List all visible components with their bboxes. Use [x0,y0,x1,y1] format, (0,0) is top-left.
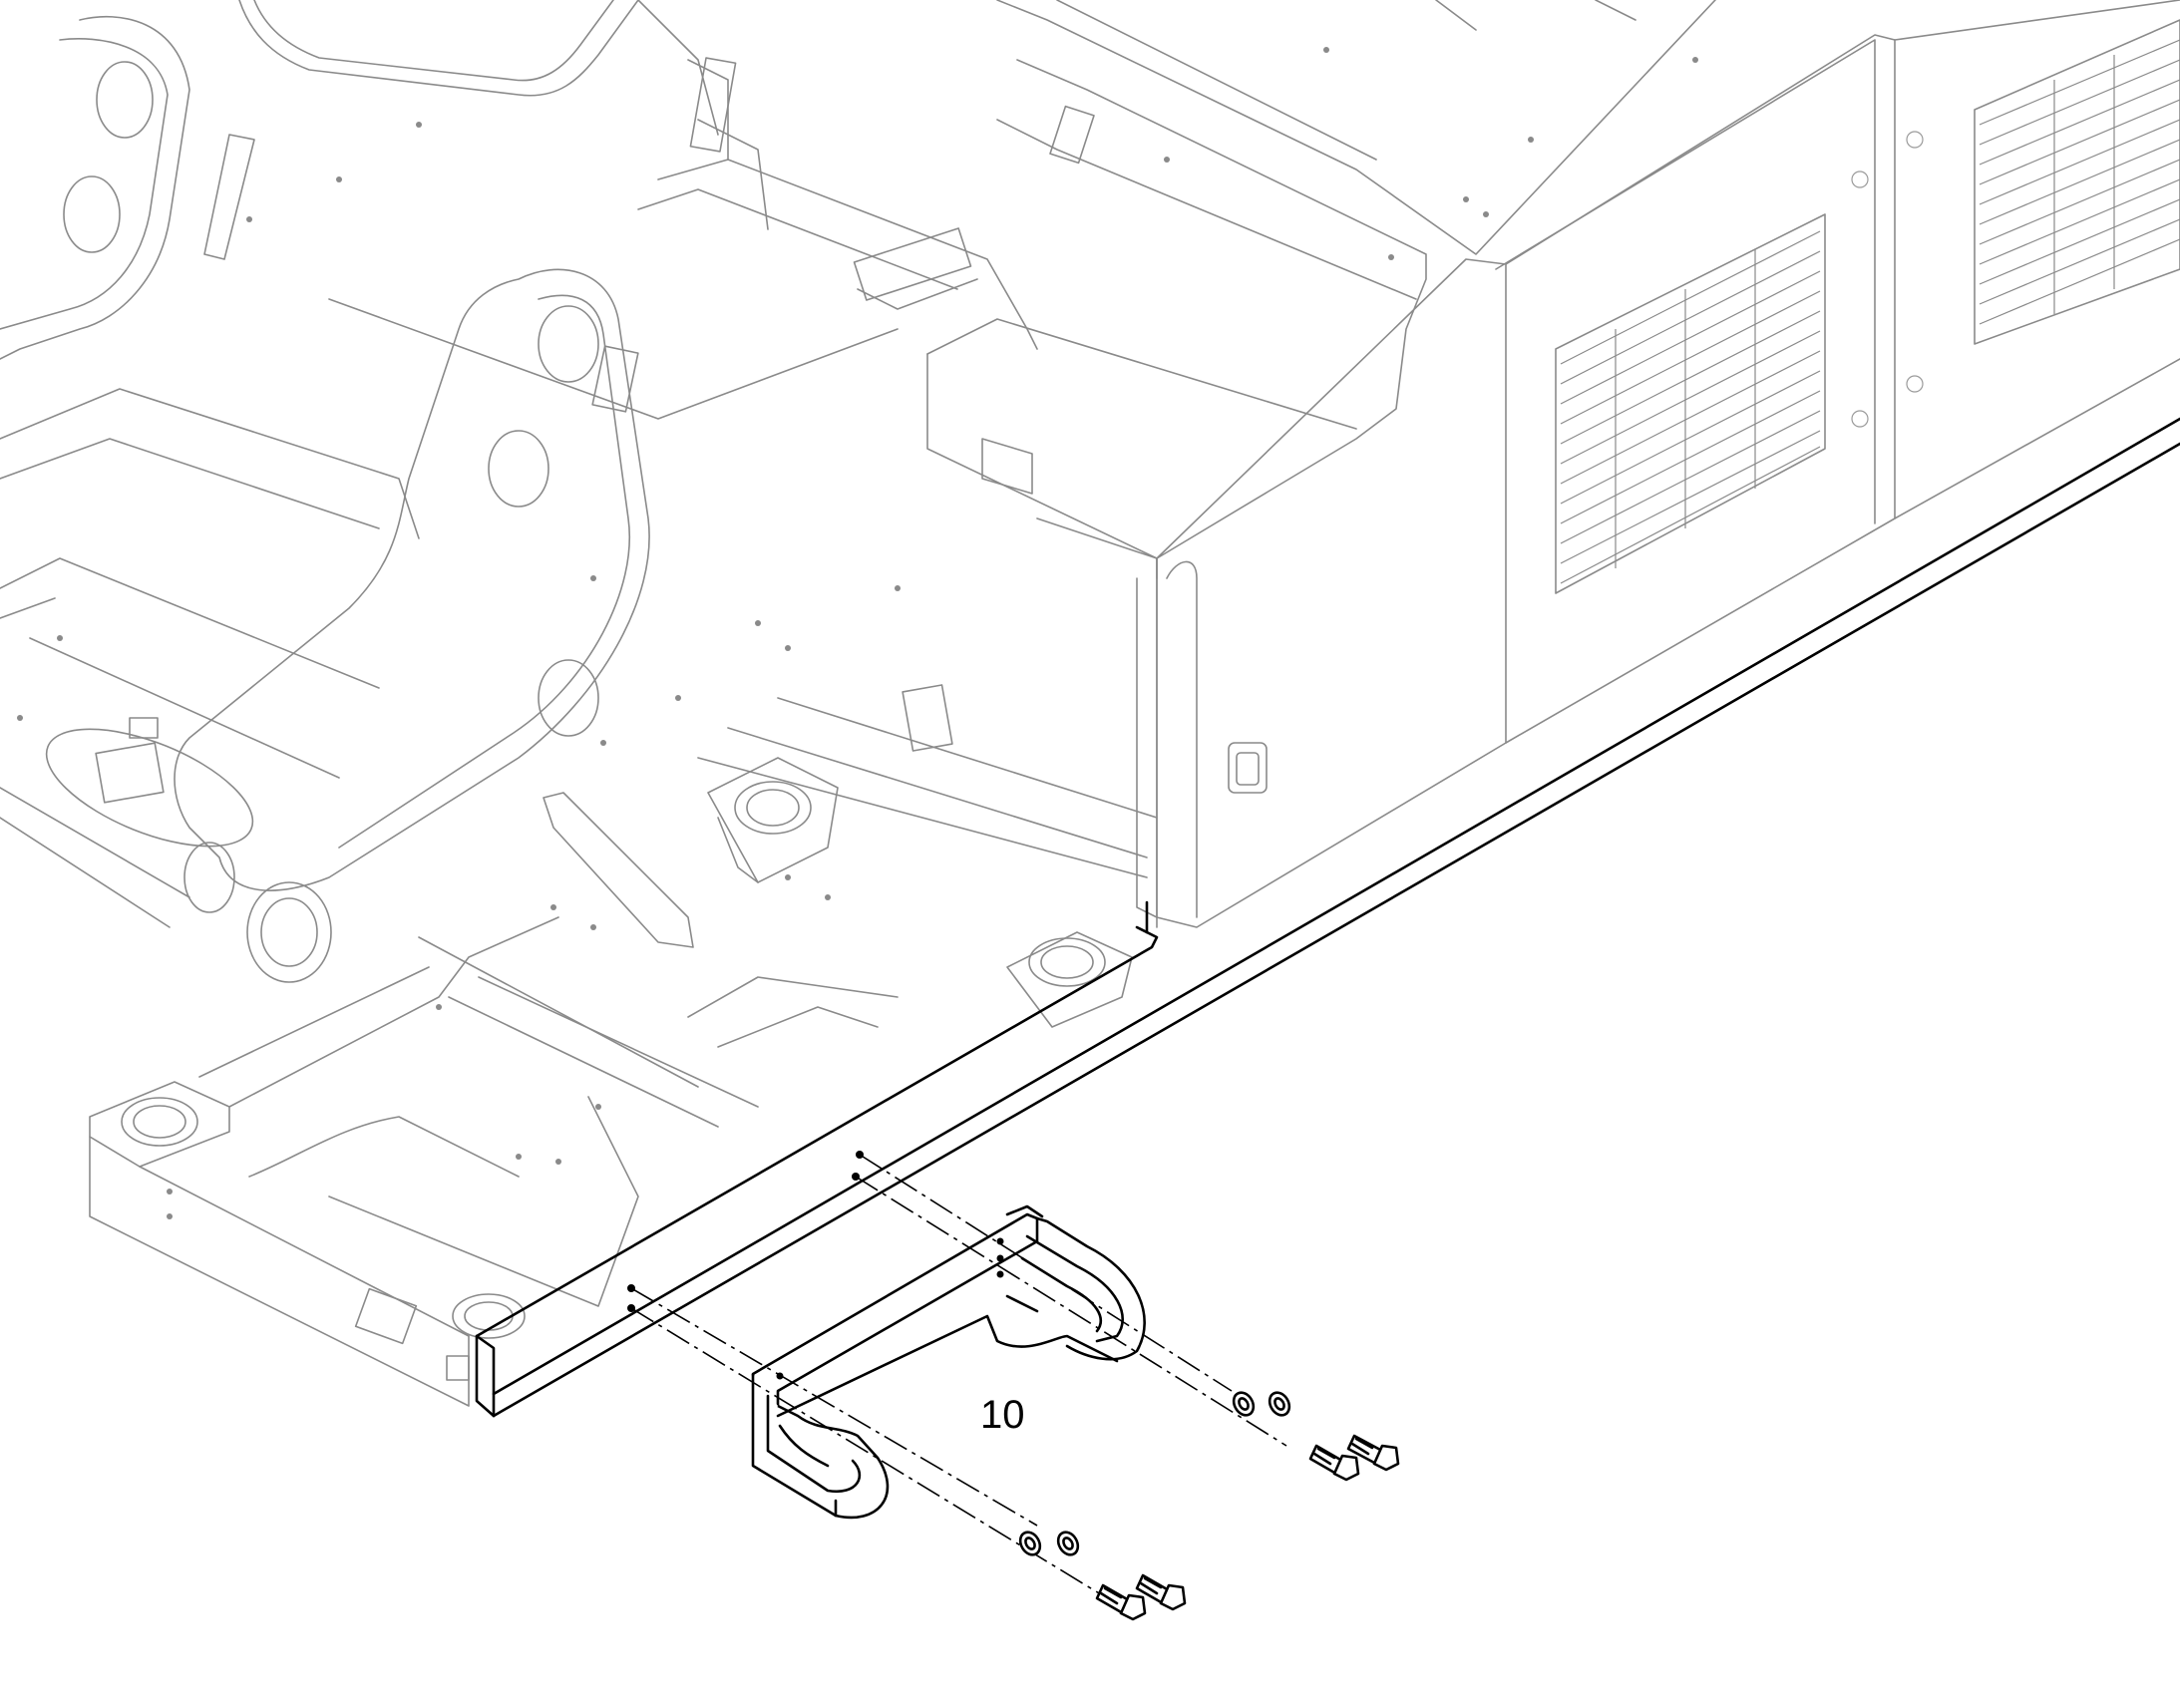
washer-set-upper [1232,1391,1291,1417]
washer-set-lower [1018,1531,1080,1556]
bolt-set-upper [1308,1434,1400,1482]
upper-frame-background [0,0,1158,1407]
assembly-centerlines [630,1154,1287,1611]
part-callout-number: 10 [980,1393,1025,1437]
bolt-set-lower [1095,1573,1187,1621]
engine-housing-background [689,0,2180,928]
mounting-bracket-part [751,1204,1146,1520]
side-rail-beam [475,417,2180,1418]
